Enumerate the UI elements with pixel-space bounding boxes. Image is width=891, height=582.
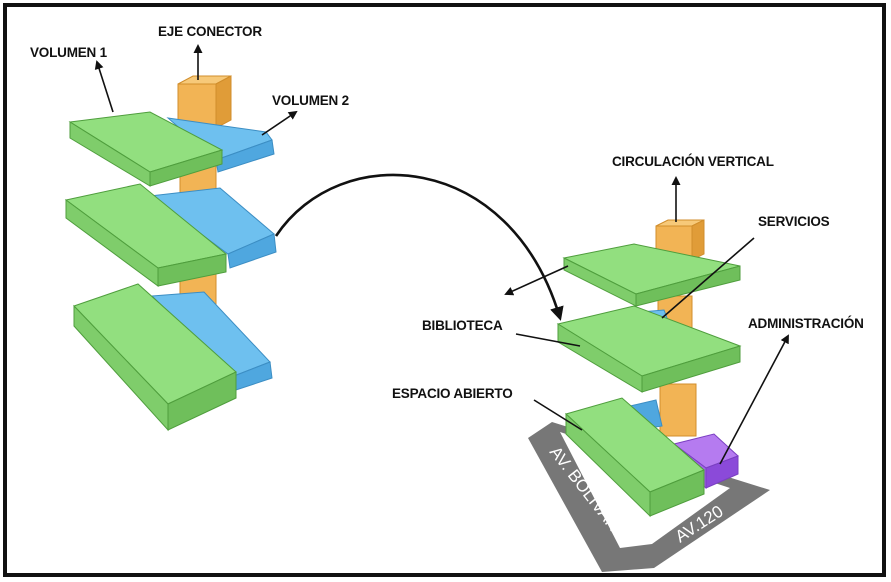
arrow-icon <box>661 237 755 319</box>
label-volumen-1: VOLUMEN 1 <box>30 45 108 60</box>
arrow-icon <box>533 399 583 431</box>
left-building-model <box>64 75 277 432</box>
arrow-icon <box>261 110 298 136</box>
label-volumen-2: VOLUMEN 2 <box>272 93 349 108</box>
right-building-model: AV. BOLIVAR AV.120 <box>528 219 770 572</box>
label-biblioteca: BIBLIOTECA <box>422 318 503 333</box>
arrow-icon <box>515 333 581 347</box>
label-espacio-abierto: ESPACIO ABIERTO <box>392 386 513 401</box>
arrow-icon <box>94 60 114 113</box>
left-level-middle <box>64 183 277 287</box>
left-annotations: VOLUMEN 1 EJE CONECTOR VOLUMEN 2 <box>30 24 349 136</box>
right-annotations: CIRCULACIÓN VERTICAL SERVICIOS BIBLIOTEC… <box>392 154 864 465</box>
right-level-top <box>562 243 741 307</box>
curved-arrow-icon <box>274 173 564 321</box>
label-circulacion-vertical: CIRCULACIÓN VERTICAL <box>612 154 774 169</box>
arrow-icon <box>504 265 569 296</box>
right-level-ground <box>565 397 739 518</box>
label-administracion: ADMINISTRACIÓN <box>748 316 864 331</box>
label-eje-conector: EJE CONECTOR <box>158 24 262 39</box>
label-servicios: SERVICIOS <box>758 214 830 229</box>
left-level-top <box>68 111 275 187</box>
left-level-bottom <box>73 283 273 432</box>
right-level-middle <box>556 305 742 393</box>
arrow-icon <box>719 334 789 465</box>
